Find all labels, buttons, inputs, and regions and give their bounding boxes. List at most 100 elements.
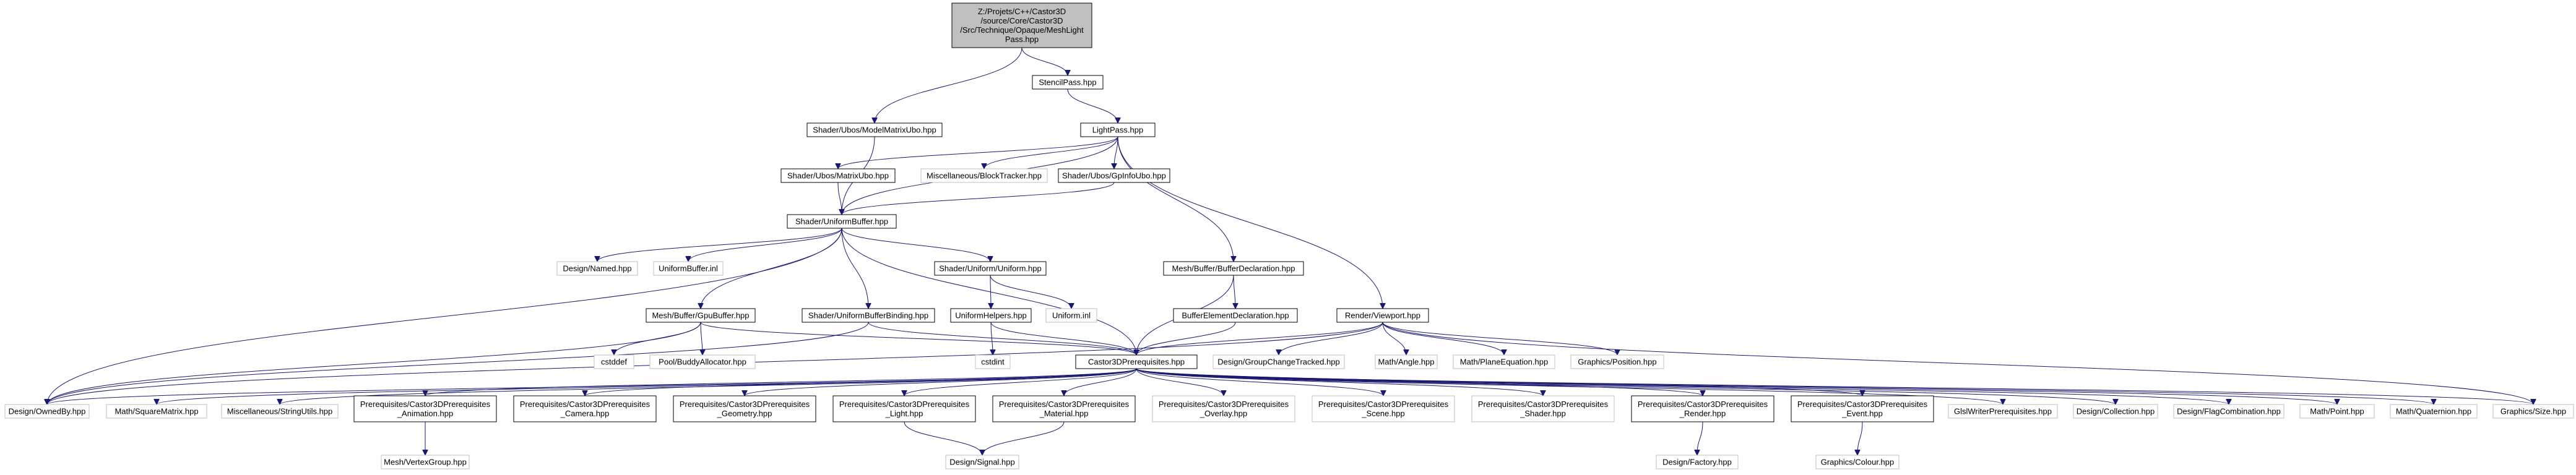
node-uniformbufferinl: UniformBuffer.inl (653, 261, 724, 276)
node-cstddef-label: cstddef (601, 357, 627, 367)
node-angle: Math/Angle.hpp (1375, 354, 1438, 369)
node-blocktracker: Miscellaneous/BlockTracker.hpp (920, 168, 1048, 183)
node-bufferelement[interactable]: BufferElementDeclaration.hpp (1173, 308, 1298, 323)
node-prereqgeo-label: _Geometry.hpp (717, 409, 772, 418)
node-prereqcam-label: Prerequisites/Castor3DPrerequisites (520, 400, 650, 409)
node-cstddef-box (594, 354, 634, 369)
node-ownedby-label: Design/OwnedBy.hpp (9, 407, 86, 416)
edge-lightpass-to-blocktracker (984, 136, 1118, 169)
edge-castorprereq-to-size (1136, 368, 2533, 405)
node-collection-label: Design/Collection.hpp (2077, 407, 2155, 416)
node-prereqmat-label: _Material.hpp (1039, 409, 1089, 418)
edge-viewport-to-size (1382, 322, 2533, 404)
node-prereqscene: Prerequisites/Castor3DPrerequisites_Scen… (1312, 395, 1455, 422)
node-uniforminl-box (1045, 308, 1097, 323)
node-modelmatrix-label: Shader/Ubos/ModelMatrixUbo.hpp (813, 126, 936, 135)
node-colour-label: Graphics/Colour.hpp (1821, 458, 1895, 467)
node-ownedby: Design/OwnedBy.hpp (4, 404, 90, 419)
node-prereqlight-label: _Light.hpp (885, 409, 923, 418)
node-bufferdecl-label: Mesh/Buffer/BufferDeclaration.hpp (1172, 264, 1295, 273)
node-angle-label: Math/Angle.hpp (1378, 357, 1434, 367)
node-gpubuffer[interactable]: Mesh/Buffer/GpuBuffer.hpp (646, 308, 756, 323)
node-prereqanim-box (353, 395, 497, 422)
node-prereqlight-box (832, 395, 976, 422)
edge-uniformbuffer-to-uniformbufferinl (688, 228, 842, 262)
node-root-label: /Src/Technique/Opaque/MeshLight (960, 25, 1084, 35)
edge-castorprereq-to-prereqcam (585, 368, 1137, 396)
node-ubobinding[interactable]: Shader/UniformBufferBinding.hpp (802, 308, 935, 323)
node-viewport-label: Render/Viewport.hpp (1345, 311, 1420, 320)
edge-uniformhelpers-to-castorprereq (990, 322, 1136, 356)
edge-bufferdecl-to-bufferelement (1234, 275, 1235, 309)
node-prereqshader: Prerequisites/Castor3DPrerequisites_Shad… (1471, 395, 1615, 422)
edge-viewport-to-angle (1382, 322, 1406, 355)
node-prereqanim[interactable]: Prerequisites/Castor3DPrerequisites_Anim… (353, 395, 497, 422)
node-colour-box (1815, 455, 1900, 469)
node-flagcombo: Design/FlagCombination.hpp (2173, 404, 2284, 419)
node-prereqevent[interactable]: Prerequisites/Castor3DPrerequisites_Even… (1791, 395, 1934, 422)
edge-castorprereq-to-prereqgeo (745, 368, 1137, 396)
edge-uniformbuffer-to-ownedby (47, 228, 842, 404)
node-matrixubo-box (780, 168, 896, 183)
node-root[interactable]: Z:/Projets/C++/Castor3D/source/Core/Cast… (951, 2, 1092, 48)
node-prereqlight[interactable]: Prerequisites/Castor3DPrerequisites_Ligh… (832, 395, 976, 422)
edge-prereqmat-to-signal (982, 421, 1065, 456)
node-prereqlight-label: Prerequisites/Castor3DPrerequisites (839, 400, 970, 409)
node-modelmatrix[interactable]: Shader/Ubos/ModelMatrixUbo.hpp (806, 122, 943, 137)
node-cstdint-label: cstdint (981, 357, 1005, 367)
node-buddy-label: Pool/BuddyAllocator.hpp (659, 357, 746, 367)
node-gpinfo[interactable]: Shader/Ubos/GpInfoUbo.hpp (1058, 168, 1170, 183)
node-prereqmat[interactable]: Prerequisites/Castor3DPrerequisites_Mate… (992, 395, 1136, 422)
node-viewport[interactable]: Render/Viewport.hpp (1336, 308, 1429, 323)
node-signal-box (945, 455, 1019, 469)
edge-castorprereq-to-flagcombo (1136, 368, 2229, 405)
node-shaderuniform[interactable]: Shader/Uniform/Uniform.hpp (934, 261, 1047, 276)
node-uniformbuffer[interactable]: Shader/UniformBuffer.hpp (787, 214, 897, 229)
node-stringutils-label: Miscellaneous/StringUtils.hpp (227, 407, 333, 416)
node-prereqrender[interactable]: Prerequisites/Castor3DPrerequisites_Rend… (1631, 395, 1774, 422)
node-groupchange: Design/GroupChangeTracked.hpp (1212, 354, 1345, 369)
dependency-nodes: Z:/Projets/C++/Castor3D/source/Core/Cast… (4, 2, 2574, 469)
node-angle-box (1375, 354, 1438, 369)
node-planeeq-label: Math/PlaneEquation.hpp (1460, 357, 1548, 367)
node-root-label: Pass.hpp (1005, 35, 1039, 44)
node-named: Design/Named.hpp (556, 261, 638, 276)
node-uniformhelpers-label: UniformHelpers.hpp (955, 311, 1027, 320)
node-vertexgroup: Mesh/VertexGroup.hpp (381, 455, 470, 469)
edge-uniformbuffer-to-castorprereq (841, 228, 1136, 355)
node-ubobinding-box (802, 308, 935, 323)
edge-gpubuffer-to-ownedby (47, 322, 701, 404)
node-prereqrender-box (1631, 395, 1774, 422)
node-flagcombo-label: Design/FlagCombination.hpp (2177, 407, 2281, 416)
node-matrixubo[interactable]: Shader/Ubos/MatrixUbo.hpp (780, 168, 896, 183)
node-bufferdecl[interactable]: Mesh/Buffer/BufferDeclaration.hpp (1163, 261, 1304, 276)
edge-shaderuniform-to-uniformhelpers (990, 275, 991, 309)
node-castorprereq-box (1075, 354, 1198, 369)
node-prereqmat-box (992, 395, 1136, 422)
edge-stencil-to-lightpass (1067, 88, 1118, 124)
node-stencil-label: StencilPass.hpp (1039, 78, 1096, 87)
node-prereqscene-label: _Scene.hpp (1361, 409, 1404, 418)
node-uniformhelpers-box (950, 308, 1032, 323)
edge-castorprereq-to-collection (1136, 368, 2116, 405)
node-castorprereq-label: Castor3DPrerequisites.hpp (1088, 357, 1185, 367)
node-stencil[interactable]: StencilPass.hpp (1032, 75, 1104, 90)
edge-bufferelement-to-castorprereq (1136, 322, 1236, 356)
node-prereqmat-label: Prerequisites/Castor3DPrerequisites (999, 400, 1130, 409)
node-prereqgeo-box (673, 395, 816, 422)
node-squarematrix-label: Math/SquareMatrix.hpp (115, 407, 198, 416)
node-prereqevent-label: Prerequisites/Castor3DPrerequisites (1797, 400, 1928, 409)
node-castorprereq[interactable]: Castor3DPrerequisites.hpp (1075, 354, 1198, 369)
edge-castorprereq-to-prereqanim (425, 368, 1137, 396)
node-uniformhelpers[interactable]: UniformHelpers.hpp (950, 308, 1032, 323)
node-shaderuniform-label: Shader/Uniform/Uniform.hpp (939, 264, 1041, 273)
node-shaderuniform-box (934, 261, 1047, 276)
node-quaternion-label: Math/Quaternion.hpp (2396, 407, 2471, 416)
edge-lightpass-to-viewport (1117, 136, 1383, 309)
node-uniformbuffer-label: Shader/UniformBuffer.hpp (795, 217, 888, 226)
node-gpinfo-box (1058, 168, 1170, 183)
node-lightpass[interactable]: LightPass.hpp (1080, 122, 1156, 137)
node-prereqcam[interactable]: Prerequisites/Castor3DPrerequisites_Came… (513, 395, 657, 422)
node-prereqgeo[interactable]: Prerequisites/Castor3DPrerequisites_Geom… (673, 395, 816, 422)
